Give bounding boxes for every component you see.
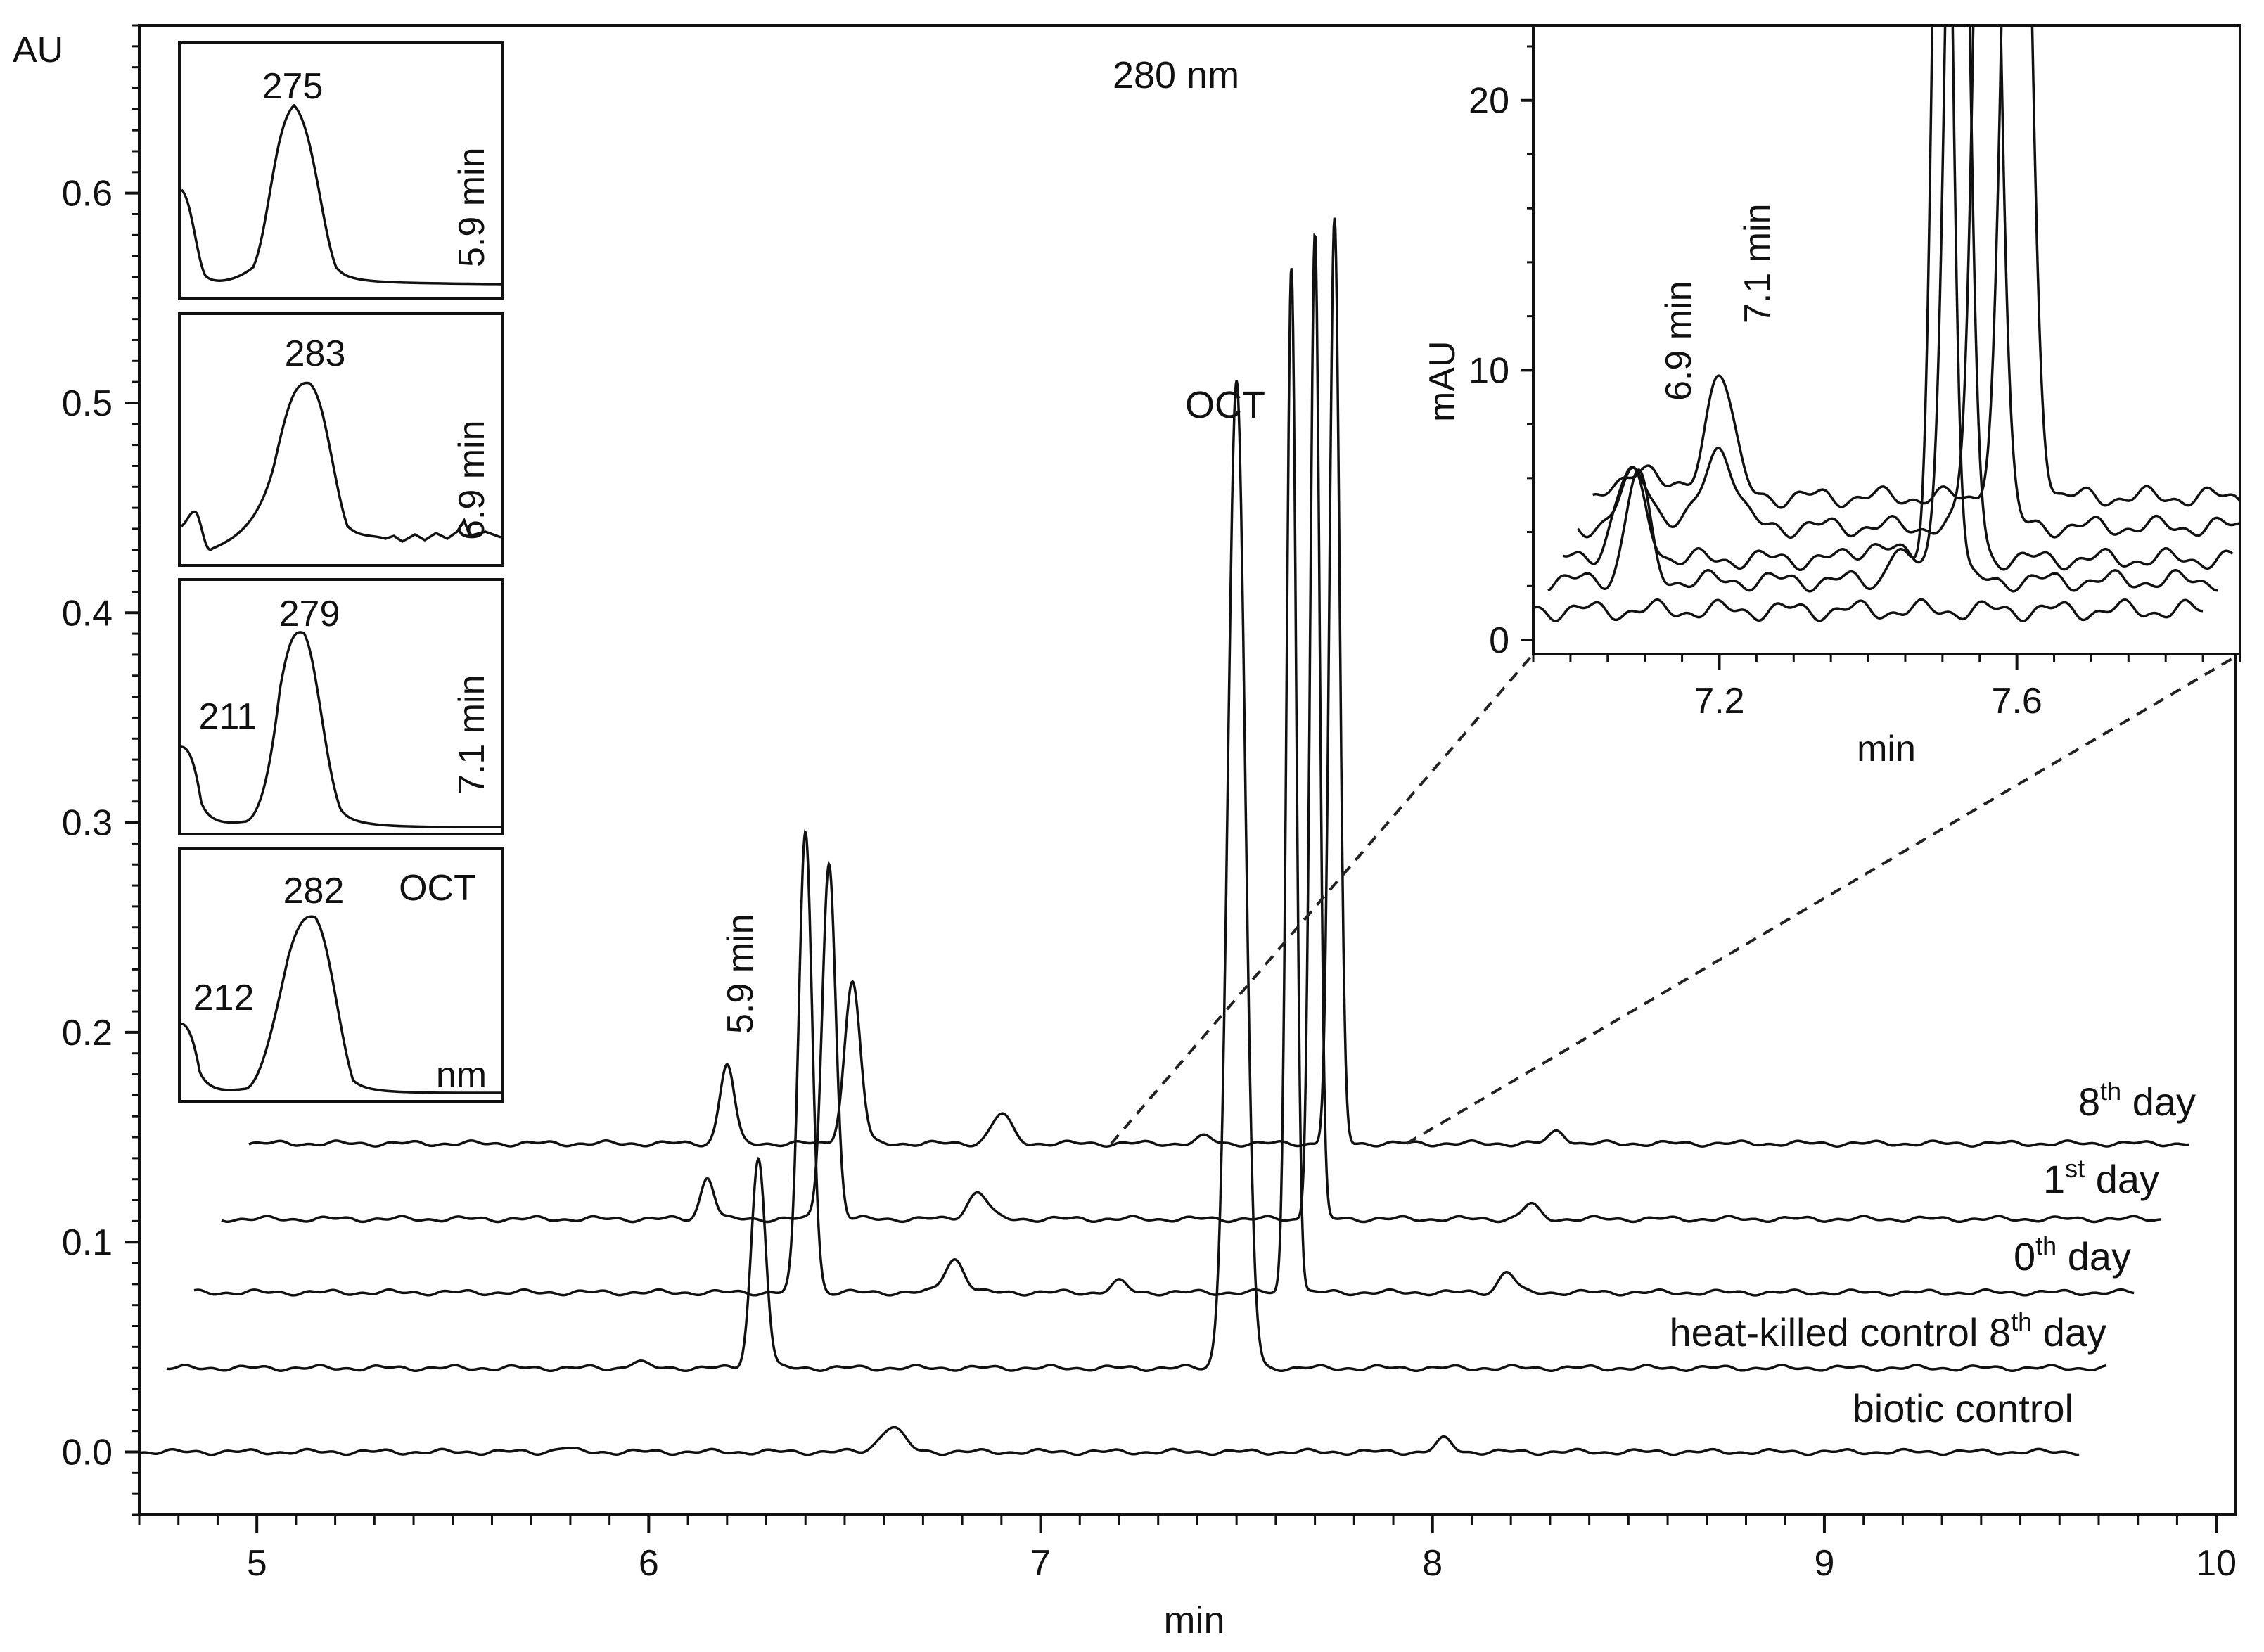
y-tick-label: 0.5 xyxy=(62,383,113,424)
uv-peak-label: 279 xyxy=(279,594,340,634)
uv-retention-label: OCT xyxy=(399,868,476,909)
uv-peak-label: 282 xyxy=(283,871,345,911)
x-tick-label: 10 xyxy=(2196,1543,2237,1584)
uv-spectrum-curve xyxy=(181,915,501,1094)
series-label: heat-killed control 8th day xyxy=(1670,1307,2107,1355)
inset-y-axis-label: mAU xyxy=(1422,340,1463,422)
uv-spectrum-curve xyxy=(180,103,501,286)
x-tick-label: 8 xyxy=(1422,1543,1443,1584)
uv-spectrum-panel-7-1-min: 279 211 7.1 min xyxy=(178,578,504,835)
y-tick-label: 0.0 xyxy=(62,1433,113,1473)
uv-peak-label: 211 xyxy=(199,696,257,737)
inset-x-axis-label: min xyxy=(1857,729,1916,769)
inset-x-tick-label: 7.2 xyxy=(1694,681,1744,722)
inset-trace xyxy=(1592,27,2239,509)
inset-y-tick-label: 20 xyxy=(1469,81,1509,122)
inset-trace xyxy=(1547,27,2218,593)
inset-y-tick-label: 0 xyxy=(1489,620,1509,661)
uv-x-axis-label: nm xyxy=(436,1055,487,1096)
chart-title: 280 nm xyxy=(1113,54,1239,96)
uv-spectrum-curve xyxy=(180,381,501,551)
y-axis-label: AU xyxy=(13,30,63,70)
inset-trace xyxy=(1577,27,2239,539)
uv-spectrum-curve xyxy=(181,631,501,828)
uv-peak-label: 212 xyxy=(193,978,255,1018)
inset-y-tick-label: 10 xyxy=(1469,350,1509,391)
chromatogram-trace xyxy=(248,217,2189,1148)
x-tick-label: 5 xyxy=(247,1543,267,1584)
series-label: 0th day xyxy=(2014,1231,2131,1279)
uv-retention-label: 5.9 min xyxy=(452,147,492,267)
inset-x-tick-label: 7.6 xyxy=(1991,681,2042,722)
uv-peak-label: 275 xyxy=(262,66,324,107)
peak-label-5-9-min: 5.9 min xyxy=(720,914,761,1034)
uv-spectrum-panel-6-9-min: 283 6.9 min xyxy=(178,312,504,567)
x-tick-label: 6 xyxy=(639,1543,659,1584)
uv-retention-label: 6.9 min xyxy=(452,420,492,540)
series-label: biotic control xyxy=(1853,1386,2073,1430)
chromatogram-trace xyxy=(221,233,2162,1224)
uv-peak-label: 283 xyxy=(285,333,346,374)
zoom-inset-frame xyxy=(1532,24,2241,655)
x-axis-label: min xyxy=(1163,1599,1224,1641)
peak-label-oct: OCT xyxy=(1185,384,1265,426)
series-label: 1st day xyxy=(2043,1154,2159,1201)
y-tick-label: 0.2 xyxy=(62,1013,113,1054)
uv-spectrum-panel-5-9-min: 275 5.9 min xyxy=(178,41,504,300)
chromatogram-trace xyxy=(166,380,2107,1373)
inset-trace xyxy=(1562,27,2234,571)
chromatogram-trace xyxy=(193,268,2135,1297)
y-tick-label: 0.6 xyxy=(62,174,113,214)
y-tick-label: 0.4 xyxy=(62,593,113,634)
x-tick-label: 7 xyxy=(1030,1543,1051,1584)
zoom-connector-right xyxy=(1405,653,2241,1145)
inset-peak-label-6-9-min: 6.9 min xyxy=(1658,281,1699,401)
main-plot-frame xyxy=(138,24,2237,1516)
y-tick-label: 0.3 xyxy=(62,803,113,844)
zoom-connector-left xyxy=(1110,653,1535,1145)
inset-peak-label-7-1-min: 7.1 min xyxy=(1737,203,1778,324)
series-label: 8th day xyxy=(2078,1077,2196,1124)
uv-retention-label: 7.1 min xyxy=(452,674,492,795)
inset-trace xyxy=(1535,598,2204,622)
y-tick-label: 0.1 xyxy=(62,1222,113,1263)
chromatogram-trace xyxy=(139,1426,2080,1456)
x-tick-label: 9 xyxy=(1814,1543,1834,1584)
uv-spectrum-panel-oct: 282 212 OCT nm xyxy=(178,847,504,1103)
